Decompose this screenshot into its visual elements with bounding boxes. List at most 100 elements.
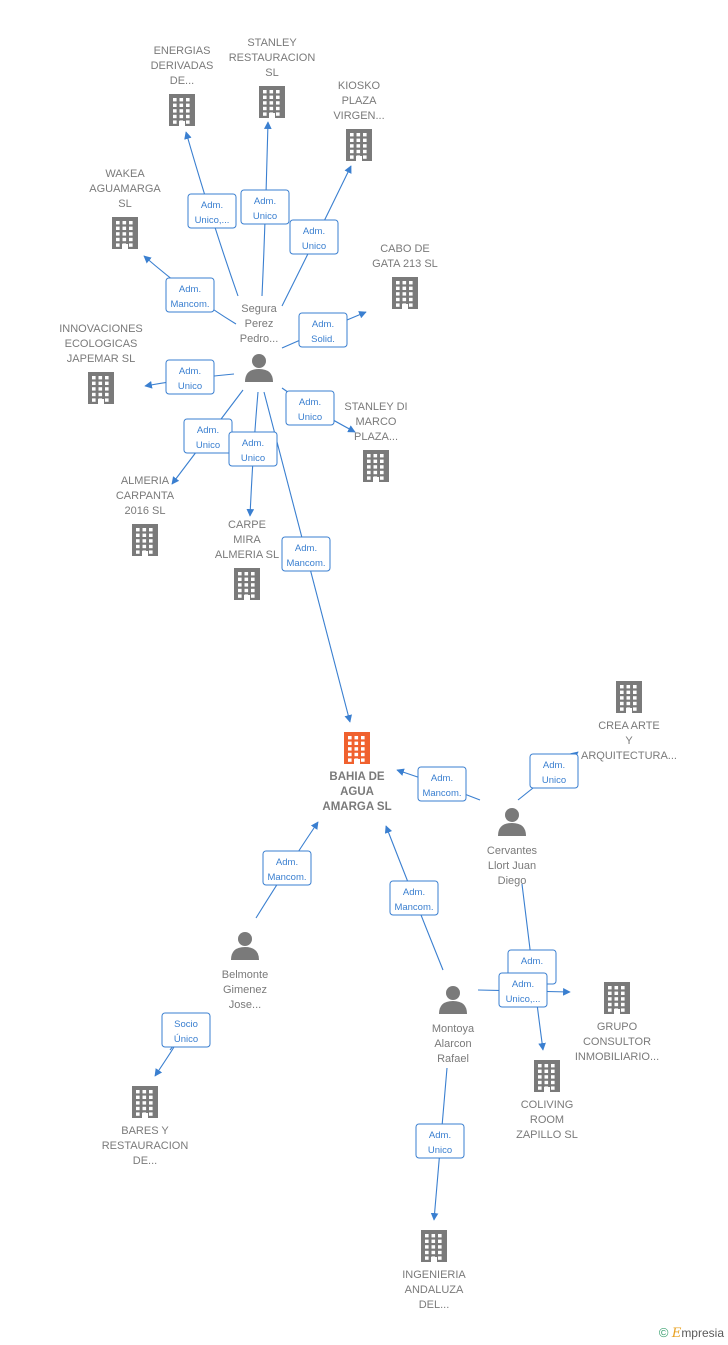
relation-label-text: Adm.	[312, 319, 334, 330]
node-label: Y	[625, 735, 633, 747]
relation-label-text: Adm.	[512, 979, 534, 990]
relation-label-box	[165, 277, 215, 313]
node-energias[interactable]: ENERGIASDERIVADASDE...	[151, 45, 214, 126]
relation-label-text: Adm.	[431, 773, 453, 784]
building-icon	[344, 732, 370, 764]
relation-label[interactable]: Adm.Unico	[165, 359, 215, 395]
node-label: ZAPILLO SL	[516, 1129, 578, 1141]
node-crea[interactable]: CREA ARTEYARQUITECTURA...	[581, 681, 677, 762]
relation-label[interactable]: Adm. Unico,...	[498, 972, 548, 1008]
relation-label-text: Unico,...	[195, 215, 230, 226]
relation-label[interactable]: Adm.Mancom.	[262, 850, 312, 886]
brand-name: mpresia	[681, 1326, 724, 1340]
building-icon	[259, 86, 285, 118]
relation-label-text: Adm.	[429, 1130, 451, 1141]
node-segura[interactable]: SeguraPerezPedro...	[240, 303, 279, 382]
node-label: SL	[118, 198, 131, 210]
relation-label-text: Adm.	[403, 887, 425, 898]
relation-label[interactable]: Adm.Mancom.	[165, 277, 215, 313]
node-label: WAKEA	[105, 168, 145, 180]
relation-label-text: Mancom.	[394, 902, 433, 913]
relation-label[interactable]: Adm. Mancom.	[389, 880, 439, 916]
relation-label-box	[415, 1123, 465, 1159]
relation-label[interactable]: Adm.Unico	[285, 390, 335, 426]
node-label: Pedro...	[240, 333, 279, 345]
node-label: AGUA	[340, 786, 374, 798]
relation-label-text: Socio	[174, 1019, 198, 1030]
node-label: ALMERIA SL	[215, 549, 279, 561]
node-label: 2016 SL	[125, 505, 166, 517]
node-label: PLAZA	[342, 95, 378, 107]
node-label: INGENIERIA	[402, 1269, 466, 1281]
building-icon	[604, 982, 630, 1014]
relation-label-text: Unico	[253, 211, 277, 222]
relation-label[interactable]: Adm.Mancom.	[417, 766, 467, 802]
node-label: GATA 213 SL	[372, 258, 438, 270]
relation-label[interactable]: Adm.Unico,...	[187, 193, 237, 229]
relation-label-text: Unico	[542, 775, 566, 786]
node-belmonte[interactable]: BelmonteGimenezJose...	[222, 932, 268, 1011]
building-icon	[616, 681, 642, 713]
relation-label-text: Unico,...	[506, 994, 541, 1005]
copyright-icon: ©	[658, 1325, 669, 1340]
relation-label[interactable]: Adm.Unico	[529, 753, 579, 789]
node-label: VIRGEN...	[333, 110, 384, 122]
node-label: Jose...	[229, 999, 261, 1011]
building-icon	[392, 277, 418, 309]
node-kiosko[interactable]: KIOSKO PLAZA VIRGEN...	[333, 80, 385, 161]
node-label: KIOSKO	[338, 80, 381, 92]
node-label: BARES Y	[121, 1125, 169, 1137]
relation-label-box	[298, 312, 348, 348]
node-label: ROOM	[530, 1114, 564, 1126]
node-bares[interactable]: BARES YRESTAURACIONDE...	[102, 1086, 189, 1167]
relation-label-box	[498, 972, 548, 1008]
node-label: CONSULTOR	[583, 1036, 651, 1048]
node-label: BAHIA DE	[329, 771, 384, 783]
node-label: AMARGA SL	[322, 801, 391, 813]
edge-line	[154, 1043, 176, 1077]
relation-label-text: Adm.	[179, 284, 201, 295]
building-icon	[169, 94, 195, 126]
relation-label-text: Adm.	[254, 196, 276, 207]
relation-label[interactable]: Adm. Unico	[240, 189, 290, 225]
person-icon	[245, 354, 273, 382]
relation-label[interactable]: Adm.Mancom.	[281, 536, 331, 572]
relation-label-box	[529, 753, 579, 789]
node-label: DE...	[133, 1155, 157, 1167]
relation-label[interactable]: Adm.Unico	[228, 431, 278, 467]
node-label: INNOVACIONES	[59, 323, 143, 335]
relation-label[interactable]: Adm. Solid.	[298, 312, 348, 348]
node-grupo[interactable]: GRUPOCONSULTORINMOBILIARIO...	[575, 982, 659, 1063]
person-icon	[498, 808, 526, 836]
relation-label[interactable]: Adm.Unico	[183, 418, 233, 454]
relation-label-box	[389, 880, 439, 916]
node-ingenieria[interactable]: INGENIERIAANDALUZADEL...	[402, 1230, 466, 1311]
node-label: Belmonte	[222, 969, 268, 981]
node-bahia[interactable]: BAHIA DE AGUA AMARGA SL	[322, 732, 392, 813]
node-label: MIRA	[233, 534, 261, 546]
node-stanley_di[interactable]: STANLEY DIMARCOPLAZA...	[344, 401, 408, 482]
node-label: DERIVADAS	[151, 60, 214, 72]
relation-label-box	[161, 1012, 211, 1048]
relation-label-text: Adm.	[299, 397, 321, 408]
relation-label-box	[165, 359, 215, 395]
relation-label[interactable]: Adm.Unico	[415, 1123, 465, 1159]
relation-label-box	[262, 850, 312, 886]
relation-label-text: Adm.	[303, 226, 325, 237]
node-label: Diego	[498, 875, 527, 887]
node-label: DE...	[170, 75, 194, 87]
building-icon	[534, 1060, 560, 1092]
relation-label-text: Solid.	[311, 334, 335, 345]
relation-label-box	[187, 193, 237, 229]
relation-label[interactable]: Adm.Unico	[289, 219, 339, 255]
